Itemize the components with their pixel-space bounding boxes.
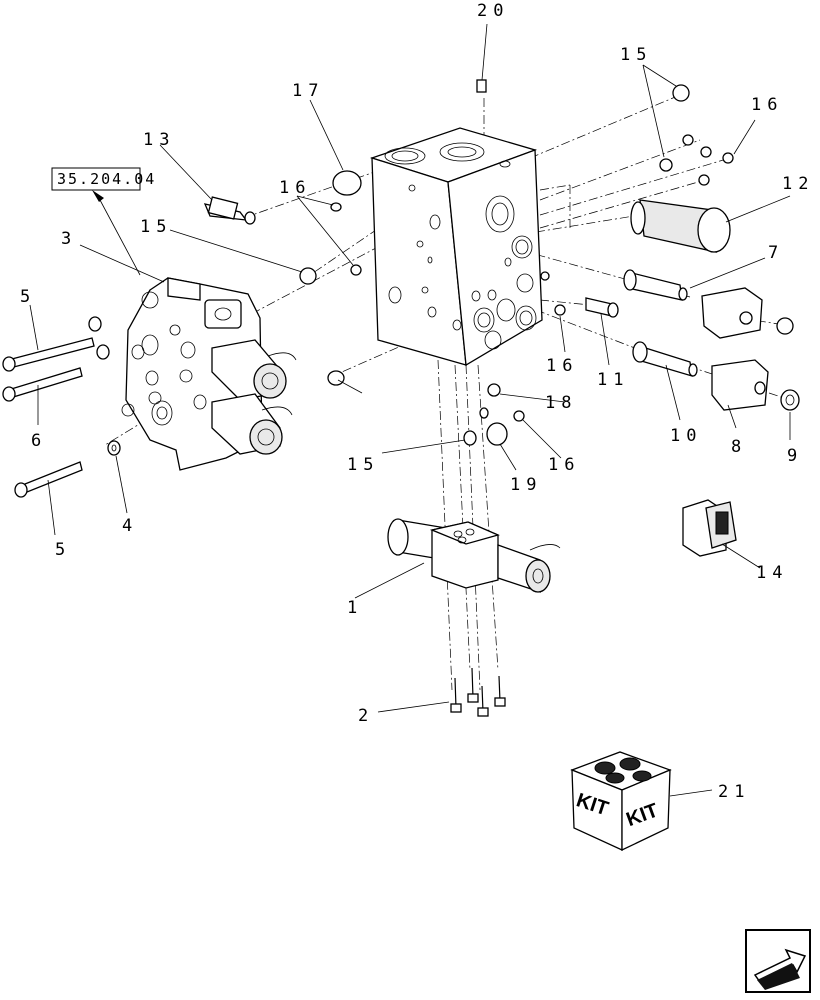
reference-box-text[interactable]: 35.204.04 (57, 170, 156, 188)
callout-5-top: 5 (20, 287, 36, 307)
callout-16-center: 16 (546, 356, 578, 376)
callout-2: 2 (358, 706, 374, 726)
callout-7: 7 (768, 243, 784, 263)
right-components (585, 199, 800, 411)
callout-15-bottom: 15 (347, 455, 379, 475)
left-manifold (121, 277, 297, 471)
callout-16-left: 16 (279, 178, 311, 198)
callout-20: 20 (477, 1, 509, 21)
callout-16-top-right: 16 (751, 95, 783, 115)
reference-arrow-icon (92, 190, 104, 202)
callout-6: 6 (31, 431, 47, 451)
callout-21: 21 (718, 782, 750, 802)
callout-12: 12 (782, 174, 814, 194)
lower-valve (387, 518, 561, 717)
callout-4: 4 (122, 516, 138, 536)
callout-10: 10 (670, 426, 702, 446)
callout-16-bottom: 16 (548, 455, 580, 475)
reference-box[interactable]: 35.204.04 (51, 167, 156, 191)
callout-1: 1 (347, 598, 363, 618)
cap-screws (2, 316, 121, 498)
callout-17: 17 (292, 81, 324, 101)
valve-block (369, 127, 543, 367)
kit-box: KIT KIT (570, 751, 672, 852)
callout-15-top-right: 15 (620, 45, 652, 65)
callout-11: 11 (597, 370, 629, 390)
callout-19: 19 (510, 475, 542, 495)
electrical-connector (682, 499, 737, 557)
callout-9: 9 (787, 446, 803, 466)
leader-lines (29, 23, 791, 797)
center-lines (104, 94, 791, 691)
next-page-arrow-icon[interactable] (745, 929, 811, 993)
callout-18: 18 (545, 393, 577, 413)
plugs-fittings (203, 79, 734, 446)
callout-15-left: 15 (140, 217, 172, 237)
callout-3: 3 (61, 229, 77, 249)
callouts: 1 2 3 4 5 5 6 7 8 9 10 11 12 13 14 15 15… (20, 1, 814, 802)
mounting-screws (450, 667, 506, 717)
callout-5-bottom: 5 (55, 540, 71, 560)
callout-13: 13 (143, 130, 175, 150)
callout-14: 14 (756, 563, 788, 583)
callout-8: 8 (731, 437, 747, 457)
